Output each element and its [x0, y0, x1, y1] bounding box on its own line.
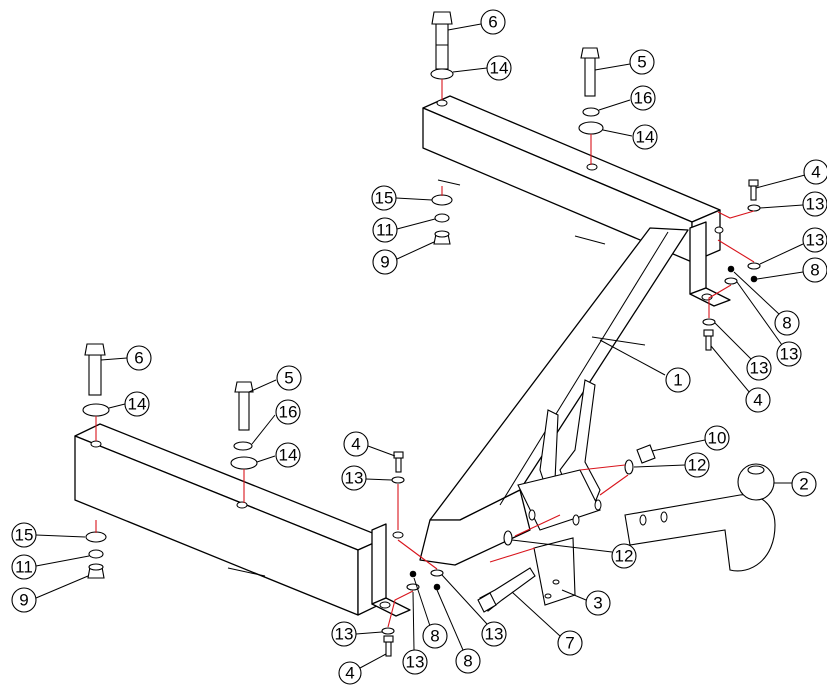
main-frame — [74, 95, 731, 617]
svg-text:16: 16 — [634, 89, 653, 108]
callout-8-right-lower: 8 — [733, 271, 800, 336]
callout-13-lower-left: 13 — [331, 621, 383, 647]
callout-13-center: 13 — [341, 465, 393, 491]
bolt-m12-long — [477, 567, 536, 613]
svg-text:6: 6 — [134, 349, 143, 368]
svg-text:9: 9 — [19, 591, 28, 610]
svg-text:16: 16 — [279, 403, 298, 422]
towbar-mount-plates — [517, 379, 602, 531]
callout-13-right-lower-b: 13 — [714, 322, 772, 381]
callout-12-lower: 12 — [511, 539, 637, 569]
callout-14-lower-right: 14 — [256, 442, 301, 468]
callout-8-lower-b: 8 — [436, 589, 481, 674]
callout-11-upper: 11 — [372, 217, 436, 243]
svg-text:14: 14 — [636, 128, 655, 147]
washers — [82, 68, 761, 635]
central-tube — [419, 227, 689, 566]
svg-text:8: 8 — [430, 627, 439, 646]
callout-13-right-mid: 13 — [759, 227, 827, 265]
svg-text:2: 2 — [799, 475, 808, 494]
side-plate — [533, 537, 576, 606]
callout-1: 1 — [599, 339, 691, 393]
svg-text:7: 7 — [565, 634, 574, 653]
svg-text:4: 4 — [753, 391, 762, 410]
svg-text:14: 14 — [490, 59, 509, 78]
callout-14-upper: 14 — [452, 55, 512, 81]
svg-text:6: 6 — [488, 13, 497, 32]
callout-12-upper: 12 — [633, 452, 710, 478]
lower-bracket — [371, 523, 411, 617]
callout-16-upper: 16 — [598, 85, 656, 111]
callout-14-upper-right: 14 — [602, 124, 658, 150]
svg-text:13: 13 — [780, 345, 799, 364]
svg-text:14: 14 — [128, 395, 147, 414]
callout-7: 7 — [511, 591, 583, 656]
callout-5-lower: 5 — [248, 365, 302, 393]
svg-text:1: 1 — [673, 371, 682, 390]
svg-text:15: 15 — [15, 526, 34, 545]
callout-10: 10 — [651, 425, 730, 452]
assembly-lines — [95, 79, 755, 628]
callout-3: 3 — [561, 589, 611, 616]
nuts — [87, 230, 758, 591]
svg-text:13: 13 — [750, 359, 769, 378]
svg-text:4: 4 — [351, 435, 360, 454]
svg-text:11: 11 — [376, 221, 394, 240]
svg-text:13: 13 — [406, 653, 425, 672]
callout-4-lower: 4 — [338, 653, 387, 685]
svg-text:12: 12 — [688, 456, 707, 475]
callouts: 6 14 5 16 14 4 13 13 — [11, 9, 827, 685]
svg-text:13: 13 — [485, 625, 504, 644]
svg-text:12: 12 — [615, 547, 634, 566]
callout-8-right: 8 — [756, 257, 827, 283]
svg-text:11: 11 — [15, 558, 33, 577]
tow-ball-arm — [624, 463, 776, 572]
callout-4-right-lower: 4 — [710, 345, 771, 413]
svg-text:8: 8 — [463, 652, 472, 671]
svg-text:13: 13 — [335, 625, 354, 644]
bolt-5-lower — [234, 381, 254, 431]
callout-5-upper: 5 — [594, 49, 655, 75]
callout-11-lower: 11 — [11, 554, 90, 580]
callout-4-upper-right: 4 — [755, 159, 827, 189]
callout-4-center: 4 — [343, 431, 396, 457]
callout-16-lower: 16 — [251, 399, 301, 445]
svg-text:5: 5 — [284, 369, 293, 388]
callout-13-right-lower-a: 13 — [736, 281, 802, 367]
callout-13-upper-right: 13 — [759, 191, 827, 217]
svg-text:8: 8 — [810, 261, 819, 280]
svg-text:5: 5 — [637, 53, 646, 72]
lower-crossbar — [74, 423, 386, 616]
bolt-6-upper — [431, 11, 453, 70]
bolt-6-lower — [84, 343, 106, 396]
callout-9-lower: 9 — [11, 575, 89, 613]
svg-text:10: 10 — [708, 429, 727, 448]
svg-text:13: 13 — [806, 195, 825, 214]
svg-text:9: 9 — [380, 253, 389, 272]
svg-text:13: 13 — [806, 231, 825, 250]
svg-text:4: 4 — [811, 163, 820, 182]
svg-text:15: 15 — [375, 189, 394, 208]
small-bolts — [383, 179, 759, 657]
svg-text:3: 3 — [593, 594, 602, 613]
callout-15-lower: 15 — [11, 522, 86, 548]
callout-9-upper: 9 — [372, 241, 435, 275]
callout-14-lower: 14 — [108, 391, 150, 417]
callout-8-lower-a: 8 — [413, 577, 448, 649]
svg-text:4: 4 — [345, 664, 354, 683]
callout-2: 2 — [774, 471, 817, 497]
callout-15-upper: 15 — [371, 185, 433, 211]
svg-text:8: 8 — [782, 314, 791, 333]
callout-13-lower-right: 13 — [441, 574, 507, 647]
bolt-5-upper — [580, 47, 600, 97]
svg-text:14: 14 — [279, 446, 298, 465]
callout-6-upper: 6 — [447, 9, 506, 35]
callout-6-lower: 6 — [100, 345, 152, 371]
svg-text:13: 13 — [345, 469, 364, 488]
callout-13-lower-mid: 13 — [402, 591, 428, 675]
